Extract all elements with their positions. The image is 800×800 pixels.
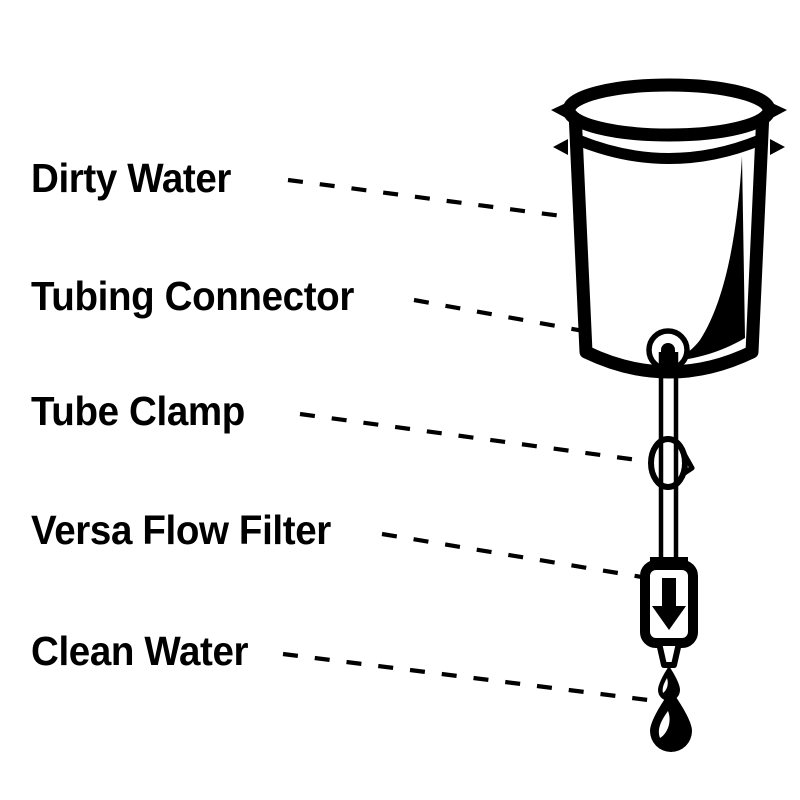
label-tubing-connector: Tubing Connector <box>31 273 354 319</box>
label-versa-flow-filter: Versa Flow Filter <box>31 507 331 553</box>
downward-flow-arrow <box>652 578 686 630</box>
bucket-rim-outer <box>562 78 776 142</box>
label-clean-water: Clean Water <box>31 628 249 674</box>
leader-line-versa-flow-filter <box>381 531 649 581</box>
flexible-tube <box>658 352 679 560</box>
bucket-rim-tab-left <box>551 103 566 118</box>
label-tube-clamp: Tube Clamp <box>31 388 245 434</box>
label-dirty-water: Dirty Water <box>31 155 232 201</box>
tube-clamp-ring <box>648 436 695 490</box>
connector-nipple <box>661 343 675 372</box>
bucket-rim-band <box>575 134 763 164</box>
bucket-interior-shading <box>655 156 745 362</box>
leader-line-clean-water <box>282 651 649 703</box>
clamp-lever <box>680 449 695 477</box>
leader-line-tubing-connector <box>413 297 661 348</box>
versa-flow-filter-body <box>640 557 698 668</box>
leader-lines <box>282 177 669 703</box>
bucket-rim-tab-left-2 <box>553 139 568 155</box>
dirty-water-bucket <box>551 78 787 379</box>
filter-outlet-nozzle <box>656 640 682 668</box>
small-water-droplet <box>658 666 680 701</box>
water-droplets <box>650 666 692 752</box>
tubing-connector-port <box>646 328 690 372</box>
bucket-rim-tab-right <box>772 103 787 118</box>
leader-line-tube-clamp <box>299 411 653 465</box>
clamp-oval <box>648 436 688 490</box>
large-water-droplet <box>650 690 692 752</box>
bucket-rim-tab-right-2 <box>770 139 785 155</box>
